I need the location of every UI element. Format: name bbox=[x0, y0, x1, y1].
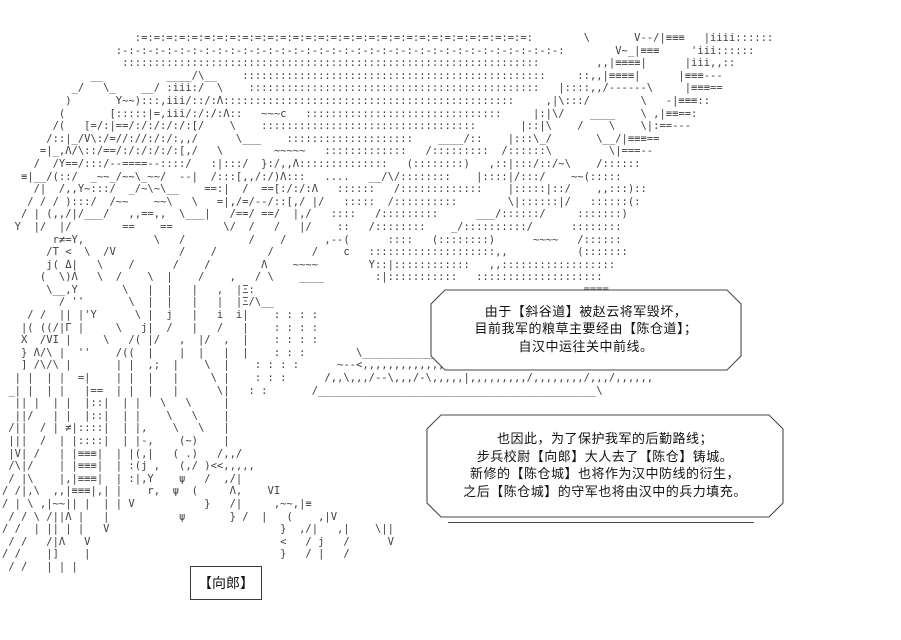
dialogue-line: 也因此，为了保护我军的后勤路线； bbox=[496, 432, 713, 447]
dialogue-line: 之后【陈仓城】的守军也将由汉中的兵力填充。 bbox=[463, 484, 747, 500]
speech-bubble-2-border bbox=[426, 414, 784, 518]
speech-bubble-2-underline bbox=[448, 522, 754, 523]
speech-bubble-2: 也因此，为了保护我军的后勤路线； 步兵校尉【向郎】大人去了【陈仓】铸城。 新修的… bbox=[426, 414, 784, 518]
speech-bubble-1: 由于【斜谷道】被赵云将军毁坏， 目前我军的粮草主要经由【陈仓道】； 自汉中运往关… bbox=[430, 289, 742, 371]
speech-bubble-1-text: 由于【斜谷道】被赵云将军毁坏， 目前我军的粮草主要经由【陈仓道】； 自汉中运往关… bbox=[430, 289, 742, 371]
speech-bubble-1-border bbox=[430, 289, 742, 371]
dialogue-line: 目前我军的粮草主要经由【陈仓道】； bbox=[474, 322, 698, 338]
speech-bubble-2-text: 也因此，为了保护我军的后勤路线； 步兵校尉【向郎】大人去了【陈仓】铸城。 新修的… bbox=[426, 414, 784, 518]
dialogue-line: 由于【斜谷道】被赵云将军毁坏， bbox=[484, 304, 688, 320]
dialogue-line: 自汉中运往关中前线。 bbox=[518, 339, 654, 355]
dialogue-line: 步兵校尉【向郎】大人去了【陈仓】铸城。 bbox=[476, 449, 734, 465]
ascii-art-backdrop: :=:=:=:=:=:=:=:=:=:=:=:=:=:=:=:=:=:=:=:=… bbox=[2, 32, 774, 573]
dialogue-line: 新修的【陈仓城】也将作为汉中防线的衍生， bbox=[469, 467, 740, 482]
character-name-label: 【向郎】 bbox=[198, 576, 254, 592]
character-nameplate: 【向郎】 bbox=[190, 566, 262, 600]
